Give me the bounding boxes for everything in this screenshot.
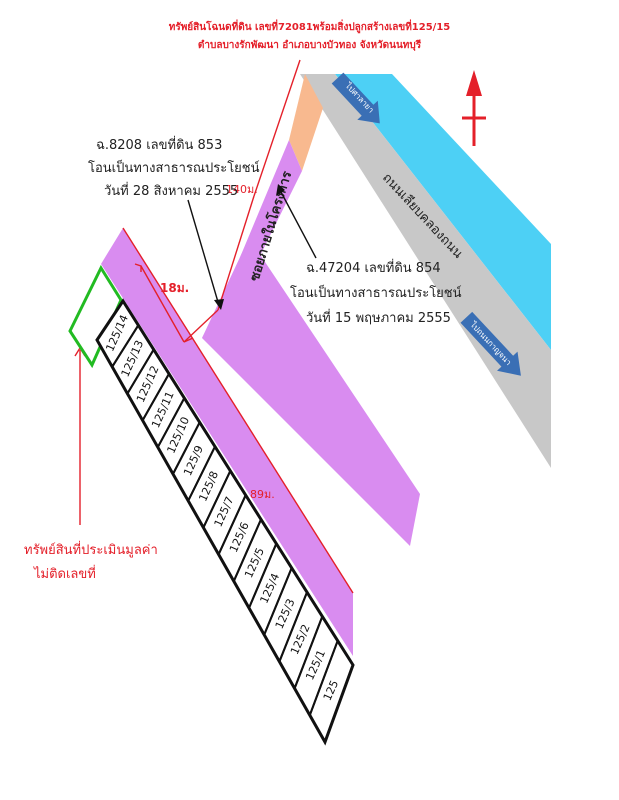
direction-arrow-bottom bbox=[460, 311, 521, 376]
distance-lines bbox=[74, 59, 354, 594]
map-title-line-2: ตำบลบางรักพัฒนา อำเภอบางบัวทอง จังหวัดนน… bbox=[197, 40, 422, 51]
north-arrow-icon bbox=[462, 70, 486, 146]
side-strip bbox=[202, 238, 420, 546]
distance-140m: 140ม. bbox=[226, 183, 258, 196]
parcel-853-line-3: วันที่ 28 สิงหาคม 2555 bbox=[104, 182, 238, 199]
parcel-853-pointer bbox=[187, 199, 224, 310]
approach-road bbox=[289, 74, 323, 171]
subject-label-line-2: ไม่ติดเลขที่ bbox=[33, 565, 96, 582]
subject-label-line-1: ทรัพย์สินที่ประเมินมูลค่า bbox=[24, 541, 158, 558]
parcel-853-line-1: ฉ.8208 เลขที่ดิน 853 bbox=[96, 136, 222, 153]
direction-arrow-top bbox=[331, 72, 380, 124]
main-lane bbox=[101, 228, 353, 656]
parcel-854-pointer bbox=[276, 184, 317, 259]
parcel-853-line-2: โอนเป็นทางสาธารณประโยชน์ bbox=[88, 158, 260, 176]
parcel-854-line-3: วันที่ 15 พฤษภาคม 2555 bbox=[306, 309, 451, 326]
unit-cell bbox=[308, 638, 355, 745]
distance-89m: 89ม. bbox=[250, 488, 275, 501]
parcel-854-line-1: ฉ.47204 เลขที่ดิน 854 bbox=[306, 259, 441, 276]
map-title-line-1: ทรัพย์สินโฉนดที่ดิน เลขที่72081พร้อมสิ่ง… bbox=[168, 22, 451, 33]
unit-row: 125/14125/13125/12125/11125/10125/9125/8… bbox=[95, 298, 355, 746]
distance-18m: 18ม. bbox=[160, 281, 189, 295]
subject-parcel-outline bbox=[68, 264, 123, 369]
parcel-854-line-2: โอนเป็นทางสาธารณประโยชน์ bbox=[290, 283, 462, 301]
main-road bbox=[300, 74, 551, 468]
